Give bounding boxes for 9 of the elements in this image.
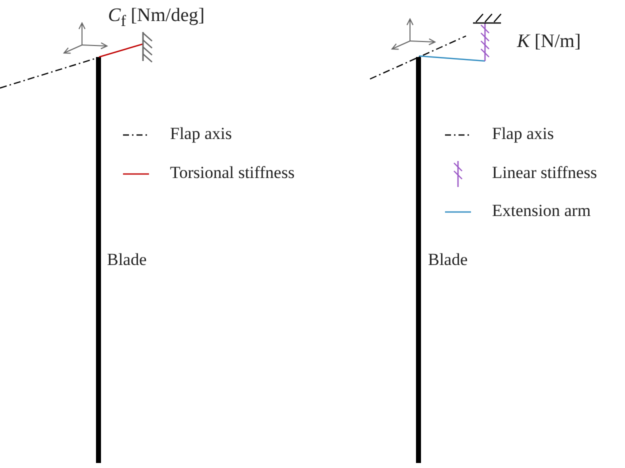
blade-label: Blade: [428, 250, 468, 270]
legend-text: Flap axis: [170, 124, 232, 144]
legend-text: Torsional stiffness: [170, 163, 295, 183]
blade-label: Blade: [107, 250, 147, 270]
legend-text: Flap axis: [492, 124, 554, 144]
legend-text: Extension arm: [492, 201, 591, 221]
stiffness-label: K [N/m]: [517, 32, 581, 52]
legend-text: Linear stiffness: [492, 163, 597, 183]
stiffness-label: C$_{f}$ [Nm/deg]: [108, 6, 205, 32]
